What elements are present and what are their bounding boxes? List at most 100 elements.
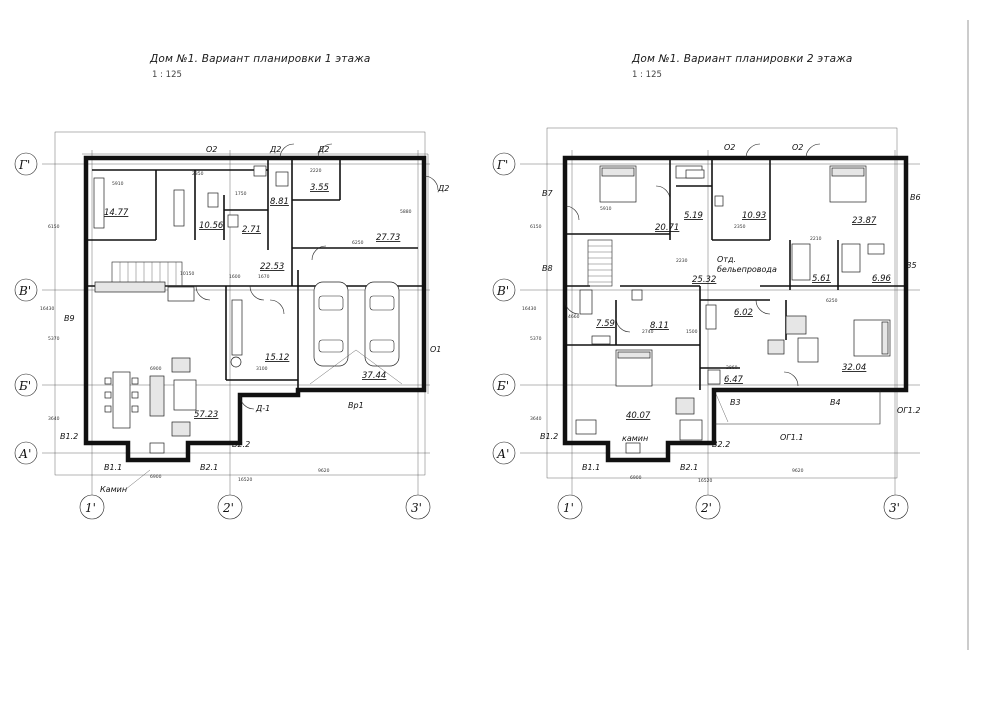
plan2-area: 20.71 bbox=[655, 223, 679, 233]
plan1-area: 22.53 bbox=[260, 262, 284, 272]
plan2-area: 6.02 bbox=[734, 308, 753, 318]
plan2-axis-col-3: 3' bbox=[883, 494, 909, 520]
plan2-dim: 5910 bbox=[600, 206, 612, 212]
svg-text:1': 1' bbox=[563, 501, 574, 515]
svg-text:Г': Г' bbox=[18, 158, 30, 172]
plan2-label: В6 bbox=[910, 193, 921, 202]
svg-text:В': В' bbox=[18, 284, 31, 298]
plan1-dim: 2220 bbox=[310, 168, 322, 174]
plan1-dim: 1750 bbox=[235, 191, 247, 197]
svg-text:А': А' bbox=[18, 447, 31, 461]
plan1-label: Д2 bbox=[317, 145, 329, 154]
plan1-label: О1 bbox=[430, 345, 441, 354]
plan1-axis-row-g: Г' bbox=[14, 152, 38, 176]
plan1-axis-col-2: 2' bbox=[217, 494, 243, 520]
plan1-label: Д2 bbox=[269, 145, 281, 154]
plan1-outer-walls bbox=[83, 155, 427, 463]
plan1-kitchen-bath bbox=[93, 165, 289, 368]
plan1-dim: 9620 bbox=[318, 468, 330, 474]
plan1-axis-row-a: А' bbox=[14, 441, 38, 465]
plan2-axis-row-a: А' bbox=[492, 441, 516, 465]
plan2-label: ОГ1.1 bbox=[780, 433, 803, 442]
plan1-dim: 6900 bbox=[150, 474, 162, 480]
plan2-label: В2.1 bbox=[680, 463, 698, 472]
first-floor-plan: Дом №1. Вариант планировки 1 этажа 1 : 1… bbox=[14, 53, 449, 520]
plan2-label: В2.2 bbox=[712, 440, 730, 449]
plan2-dim: 2230 bbox=[676, 258, 688, 264]
plan2-scale: 1 : 125 bbox=[632, 70, 662, 80]
plan2-area: 5.61 bbox=[812, 274, 831, 284]
plan2-dim: 6150 bbox=[530, 224, 542, 230]
plan1-living-furniture bbox=[104, 357, 197, 454]
plan2-dim: 6250 bbox=[826, 298, 838, 304]
plan2-furniture bbox=[575, 165, 891, 454]
plan2-dim: 2740 bbox=[642, 329, 654, 335]
plan2-area: 6.96 bbox=[872, 274, 892, 284]
plan2-area: 8.11 bbox=[650, 321, 669, 331]
plan1-label: Д-1 bbox=[255, 404, 270, 413]
svg-text:3': 3' bbox=[411, 501, 422, 515]
second-floor-plan: Дом №1. Вариант планировки 2 этажа 1 : 1… bbox=[492, 53, 921, 520]
svg-text:Б': Б' bbox=[18, 379, 31, 393]
plan1-label: Д2 bbox=[437, 184, 449, 193]
plan2-dim: 16430 bbox=[522, 306, 536, 312]
plan2-dim: 2860 bbox=[726, 365, 738, 371]
plan1-area: 3.55 bbox=[310, 183, 329, 193]
plan1-axis-col-1: 1' bbox=[79, 494, 105, 520]
plan2-label: В8 bbox=[542, 264, 553, 273]
plan1-dim: 1670 bbox=[258, 274, 270, 280]
plan1-dim: 5910 bbox=[112, 181, 124, 187]
plan1-label: В2.2 bbox=[232, 440, 250, 449]
plan2-dim: 16520 bbox=[698, 478, 712, 484]
svg-text:Г': Г' bbox=[496, 158, 508, 172]
plan2-area: 5.19 bbox=[684, 211, 703, 221]
plan1-area: 57.23 bbox=[194, 410, 218, 420]
plan1-label: Камин bbox=[100, 485, 127, 494]
plan2-axis-col-2: 2' bbox=[695, 494, 721, 520]
plan2-axis-row-b: Б' bbox=[492, 373, 516, 397]
plan1-interior-walls bbox=[85, 158, 424, 443]
plan1-dim: 6900 bbox=[150, 366, 162, 372]
plan1-title: Дом №1. Вариант планировки 1 этажа bbox=[149, 53, 371, 65]
plan1-dim: 3100 bbox=[256, 366, 268, 372]
plan1-garage-cars bbox=[309, 281, 403, 385]
plan2-label: В1.1 bbox=[582, 463, 600, 472]
plan2-terrace bbox=[714, 389, 881, 425]
plan2-title: Дом №1. Вариант планировки 2 этажа bbox=[631, 53, 853, 65]
plan1-dim: 5370 bbox=[48, 336, 60, 342]
plan2-label: Отд. bbox=[717, 255, 736, 264]
plan2-label: В4 bbox=[830, 398, 841, 407]
plan1-area: 10.56 bbox=[199, 221, 224, 231]
plan2-interior-walls bbox=[565, 160, 906, 390]
plan1-dim: 1600 bbox=[229, 274, 241, 280]
plan1-area: 37.44 bbox=[362, 371, 386, 381]
plan2-label: камин bbox=[622, 434, 648, 443]
plan2-axis-row-g: Г' bbox=[492, 152, 516, 176]
plan1-label: В9 bbox=[64, 314, 75, 323]
plan1-doors bbox=[195, 143, 439, 410]
plan2-area: 6.47 bbox=[724, 375, 744, 385]
plan1-dim: 16520 bbox=[238, 477, 252, 483]
plan2-doors bbox=[564, 143, 821, 387]
plan1-label: В2.1 bbox=[200, 463, 218, 472]
plan2-axis-row-v: В' bbox=[492, 278, 516, 302]
plan2-area: 7.59 bbox=[596, 319, 615, 329]
plan1-dim: 16430 bbox=[40, 306, 54, 312]
svg-text:2': 2' bbox=[222, 501, 234, 515]
plan2-label: О2 bbox=[792, 143, 803, 152]
plan2-label: В1.2 bbox=[540, 432, 558, 441]
plan1-label: Вр1 bbox=[348, 401, 364, 410]
plan1-axis-col-3: 3' bbox=[405, 494, 431, 520]
plan1-dim: 6250 bbox=[352, 240, 364, 246]
svg-text:Б': Б' bbox=[496, 379, 509, 393]
svg-text:А': А' bbox=[496, 447, 509, 461]
plan2-stairs bbox=[587, 239, 613, 287]
plan2-label: бельепровода bbox=[717, 265, 777, 274]
plan2-label: О2 bbox=[724, 143, 735, 152]
svg-text:В': В' bbox=[496, 284, 509, 298]
plan2-axis-col-1: 1' bbox=[557, 494, 583, 520]
plan1-scale: 1 : 125 bbox=[152, 70, 182, 80]
plan2-dim: 5370 bbox=[530, 336, 542, 342]
plan1-label: В1.1 bbox=[104, 463, 122, 472]
plan2-area: 23.87 bbox=[852, 216, 877, 226]
